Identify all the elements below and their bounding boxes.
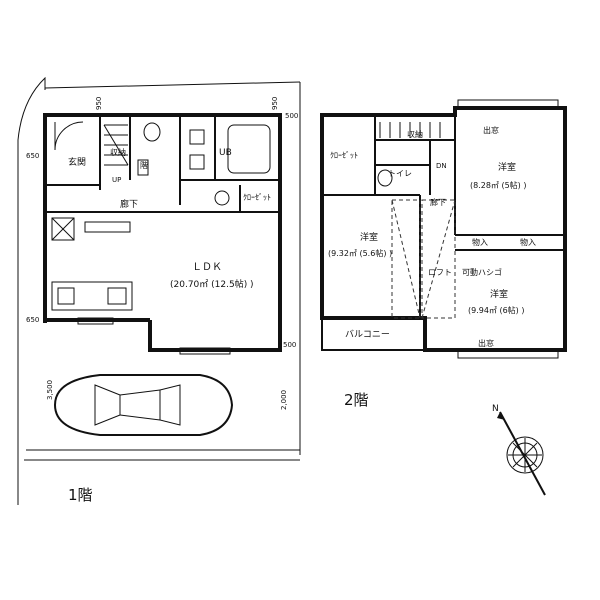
site-boundary-left (17, 76, 46, 505)
dim-top-right: 950 (271, 97, 279, 110)
loft-area (391, 199, 421, 319)
compass-icon (497, 411, 546, 496)
dim-parking-left: 3,500 (46, 380, 54, 400)
western1-area: (9.32㎡ (5.6帖) ) (328, 248, 392, 258)
floor2-closet-label: ｸﾛｰｾﾞｯﾄ (330, 151, 358, 160)
bay-window-bottom-label: 出窓 (478, 338, 494, 348)
bay-window-top-label: 出窓 (483, 125, 499, 135)
site-boundary-top (44, 81, 301, 89)
floor2-plan: ｸﾛｰｾﾞｯﾄ 収納 トイレ DN 廊下 洋室 (9.32㎡ (5.6帖) ) … (320, 99, 567, 409)
fridge-space (51, 217, 75, 241)
ladder-label: 可動ハシゴ (462, 267, 502, 277)
wash-fixture-2 (189, 154, 205, 170)
floor2-outer-wall (320, 106, 567, 352)
under-stairs-label: 階 (140, 160, 148, 170)
floor1-stairs (103, 124, 129, 166)
western1-label: 洋室 (360, 231, 378, 243)
ub-label: UB (219, 148, 232, 158)
bay-window-top (457, 99, 559, 109)
car-icon (53, 374, 234, 436)
toilet-cabinet (137, 159, 149, 176)
floor1-outer-wall (43, 113, 282, 352)
closet-b-label: 物入 (520, 237, 536, 247)
floor1-closet-label: ｸﾛｰｾﾞｯﾄ (243, 193, 271, 202)
western3-area: (9.94㎡ (6帖) ) (468, 305, 524, 315)
toilet2-icon (377, 169, 393, 187)
stair-dn-label: DN (436, 162, 447, 170)
floor2-stairs (379, 122, 441, 138)
wash-fixture-1 (189, 129, 205, 145)
ldk-window (179, 347, 231, 355)
sink-icon (107, 287, 127, 305)
floor2-storage-label: 収納 (407, 129, 423, 139)
closet-a-label: 物入 (472, 237, 488, 247)
bay-window-bottom (457, 349, 559, 359)
washbasin-icon (214, 190, 230, 206)
floor1-plan: 玄関 収納 階 UP 廊下 UB ｸﾛｰｾﾞｯﾄ ＬＤＫ (20.70㎡ (12… (17, 76, 301, 505)
dim-left-lower: 650 (26, 316, 39, 324)
compass-north-label: N (492, 404, 499, 414)
bathtub-icon (227, 124, 271, 174)
dim-left-upper: 650 (26, 152, 39, 160)
storage-label: 収納 (110, 147, 126, 157)
kitchen-window (77, 317, 114, 325)
loft-label: ロフト (428, 268, 452, 277)
toilet-label: トイレ (388, 169, 412, 178)
stove-icon (57, 287, 75, 305)
balcony-label: バルコニー (345, 329, 390, 340)
floor1-title: 1階 (68, 486, 93, 504)
western3-label: 洋室 (490, 288, 508, 300)
floor1-hallway-label: 廊下 (120, 198, 138, 210)
dim-top-left: 950 (95, 97, 103, 110)
toilet-icon (143, 122, 161, 142)
dim-bottom-right: 500 (283, 341, 296, 349)
entrance-door-swing (54, 121, 84, 151)
kitchen-counter (51, 281, 133, 311)
ldk-label: ＬＤＫ (192, 262, 222, 273)
genkan-label: 玄関 (68, 156, 86, 168)
notch-mask (41, 323, 148, 355)
balcony (321, 317, 426, 351)
loft-area-2 (421, 199, 456, 319)
floor2-hallway-label: 廊下 (430, 197, 446, 207)
kitchen-shelf (84, 221, 131, 233)
floor2-title: 2階 (344, 391, 369, 409)
stair-up-label: UP (112, 176, 121, 184)
ldk-area-label: (20.70㎡ (12.5帖) ) (170, 278, 254, 290)
western2-label: 洋室 (498, 161, 516, 173)
western2-area: (8.28㎡ (5帖) ) (470, 180, 526, 190)
dim-parking-right: 2,000 (280, 390, 288, 410)
dim-top-corner: 500 (285, 112, 298, 120)
